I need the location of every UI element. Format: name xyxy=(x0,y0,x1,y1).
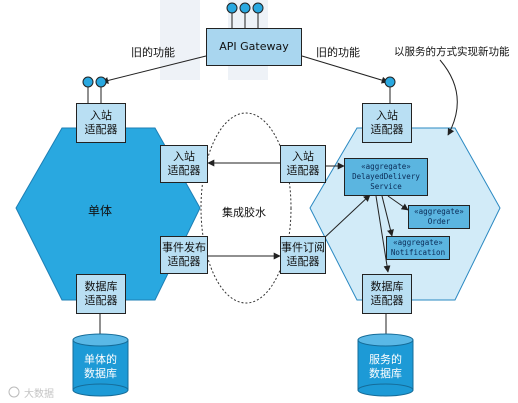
monolith-label: 单体 xyxy=(88,204,113,218)
arrow-gateway-to-service xyxy=(301,55,389,84)
monolith-inbound-adapter-top: 入站 适配器 xyxy=(76,103,126,143)
api-gateway-box: API Gateway xyxy=(206,28,302,66)
arrow-delayed-to-order xyxy=(387,195,409,211)
service-database-label: 服务的 数据库 xyxy=(369,353,402,380)
service-database xyxy=(357,333,414,397)
aggregate-notification: «aggregate» Notification xyxy=(386,236,450,260)
watermark-shape xyxy=(160,0,200,80)
old-function-label-right: 旧的功能 xyxy=(316,46,360,59)
arrow-gateway-to-monolith xyxy=(101,55,207,84)
service-inbound-adapter-top: 入站 适配器 xyxy=(362,103,412,143)
integration-glue-ellipse xyxy=(200,112,292,304)
monolith-database-label: 单体的 数据库 xyxy=(84,353,117,380)
arrow-service-note xyxy=(439,59,458,136)
watermark-text: 大数据 xyxy=(24,389,54,400)
monolith-event-publish-adapter: 事件发布 适配器 xyxy=(160,236,208,274)
service-inbound-adapter-glue: 入站 适配器 xyxy=(280,145,326,183)
service-db-adapter: 数据库 适配器 xyxy=(362,274,412,314)
monolith-hexagon xyxy=(15,127,201,301)
monolith-db-adapter: 数据库 适配器 xyxy=(76,274,126,314)
arrow-subscribe-to-delayed xyxy=(321,194,371,241)
monolith-inbound-ports xyxy=(82,76,107,103)
watermark-logo-icon xyxy=(8,386,20,398)
service-inbound-port xyxy=(384,76,396,103)
monolith-database xyxy=(72,333,129,397)
service-note-label: 以服务的方式实现新功能 xyxy=(394,46,510,58)
aggregate-delayed-delivery-service: «aggregate» DelayedDelivery Service xyxy=(344,158,428,196)
integration-glue-label: 集成胶水 xyxy=(222,206,266,219)
arrow-delayed-to-notification xyxy=(381,195,394,237)
monolith-inbound-adapter-glue: 入站 适配器 xyxy=(160,145,208,183)
api-gateway-ports xyxy=(226,2,264,28)
old-function-label-left: 旧的功能 xyxy=(131,46,175,59)
service-event-subscribe-adapter: 事件订阅 适配器 xyxy=(280,236,326,274)
aggregate-order: «aggregate» Order xyxy=(408,205,470,229)
